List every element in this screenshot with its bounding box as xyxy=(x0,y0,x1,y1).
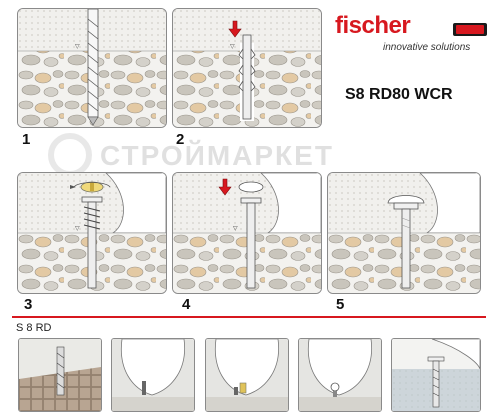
step-4-panel: ▽ xyxy=(172,172,322,294)
step-4-illustration: ▽ xyxy=(173,173,321,293)
step-2-panel: ▽ xyxy=(172,8,322,128)
section-divider xyxy=(12,316,486,318)
mini-step-2-illustration xyxy=(112,339,194,411)
mini-step-5-panel xyxy=(391,338,481,412)
step-1-panel: ▽ xyxy=(17,8,167,128)
step-4-arrow-icon xyxy=(218,178,232,196)
step-4-wall-mark: ▽ xyxy=(233,225,238,232)
step-5-panel xyxy=(327,172,481,294)
step-2-illustration: ▽ xyxy=(173,9,321,127)
step-5-number: 5 xyxy=(336,296,345,313)
sub-section-label: S 8 RD xyxy=(16,322,52,334)
step-1-wall-mark: ▽ xyxy=(75,43,80,50)
product-code: S8 RD80 WCR xyxy=(345,86,453,103)
step-3-illustration: ▽ xyxy=(18,173,166,293)
mini-step-1-illustration xyxy=(19,339,101,411)
step-2-arrow-icon xyxy=(228,20,242,38)
brand-badge-icon xyxy=(453,23,487,36)
step-5-illustration xyxy=(328,173,480,293)
step-3-number: 3 xyxy=(24,296,33,313)
brand-name: fischer xyxy=(335,12,411,39)
mini-step-2-panel xyxy=(111,338,195,412)
step-3-rotate-arrow-icon xyxy=(70,185,76,189)
step-4-number: 4 xyxy=(182,296,191,313)
step-2-number: 2 xyxy=(176,131,185,148)
step-3-panel: ▽ xyxy=(17,172,167,294)
watermark-text: СТРОЙМАРКЕТ xyxy=(100,140,334,171)
mini-step-5-illustration xyxy=(392,339,480,411)
mini-step-4-panel xyxy=(298,338,382,412)
watermark-logo-icon xyxy=(48,133,92,177)
mini-step-4-illustration xyxy=(299,339,381,411)
mini-step-3-panel xyxy=(205,338,289,412)
step-1-number: 1 xyxy=(22,131,31,148)
step-3-wall-mark: ▽ xyxy=(75,225,80,232)
mini-step-1-panel xyxy=(18,338,102,412)
brand-logo: fischer innovative solutions xyxy=(335,12,487,62)
step-1-illustration: ▽ xyxy=(18,9,166,127)
step-2-wall-mark: ▽ xyxy=(230,43,235,50)
mini-step-3-illustration xyxy=(206,339,288,411)
brand-tagline: innovative solutions xyxy=(383,42,471,53)
